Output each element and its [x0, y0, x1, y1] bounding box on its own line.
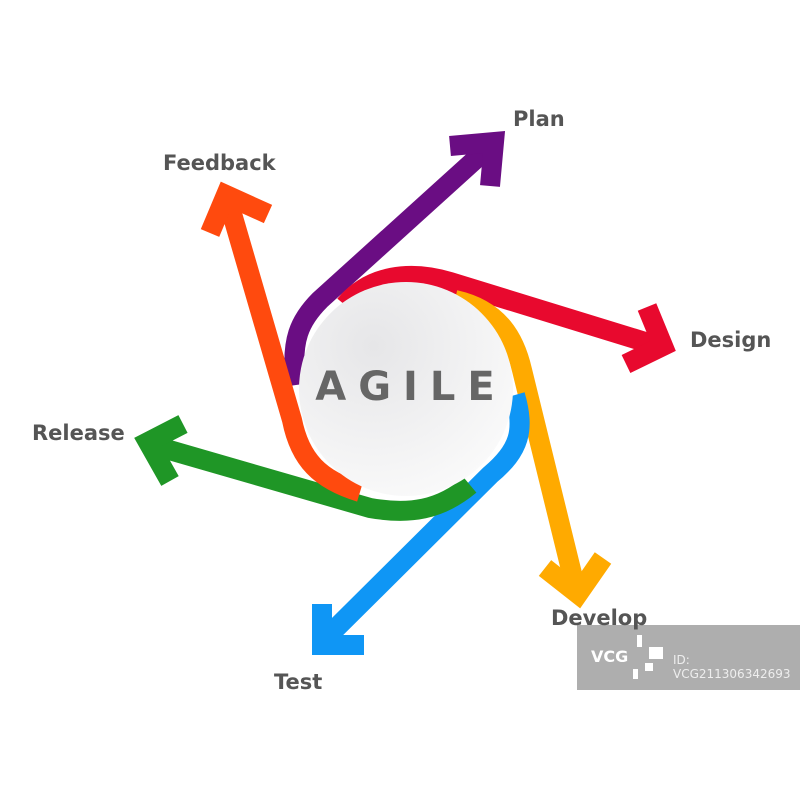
- watermark-id: ID: VCG211306342693: [673, 653, 791, 681]
- watermark: VCG ID: VCG211306342693: [577, 625, 800, 690]
- watermark-burst-icon: [633, 635, 663, 679]
- plan-arrowhead: [449, 130, 506, 187]
- test-arrow: [316, 392, 530, 648]
- test-arrowhead: [312, 604, 364, 655]
- center-circle: [299, 282, 513, 496]
- label-design: Design: [690, 328, 772, 352]
- feedback-arrow: [218, 197, 364, 502]
- feedback-arrowhead: [200, 181, 273, 237]
- release-arrowhead: [134, 415, 188, 486]
- label-feedback: Feedback: [163, 151, 276, 175]
- label-test: Test: [274, 670, 323, 694]
- label-release: Release: [32, 421, 125, 445]
- watermark-logo: VCG: [591, 647, 629, 666]
- release-arrow: [149, 435, 477, 521]
- design-arrowhead: [621, 303, 676, 373]
- develop-arrowhead: [538, 552, 612, 609]
- label-plan: Plan: [513, 107, 565, 131]
- plan-arrow: [284, 140, 495, 387]
- agile-title: AGILE: [315, 364, 507, 410]
- label-develop: Develop: [551, 606, 648, 630]
